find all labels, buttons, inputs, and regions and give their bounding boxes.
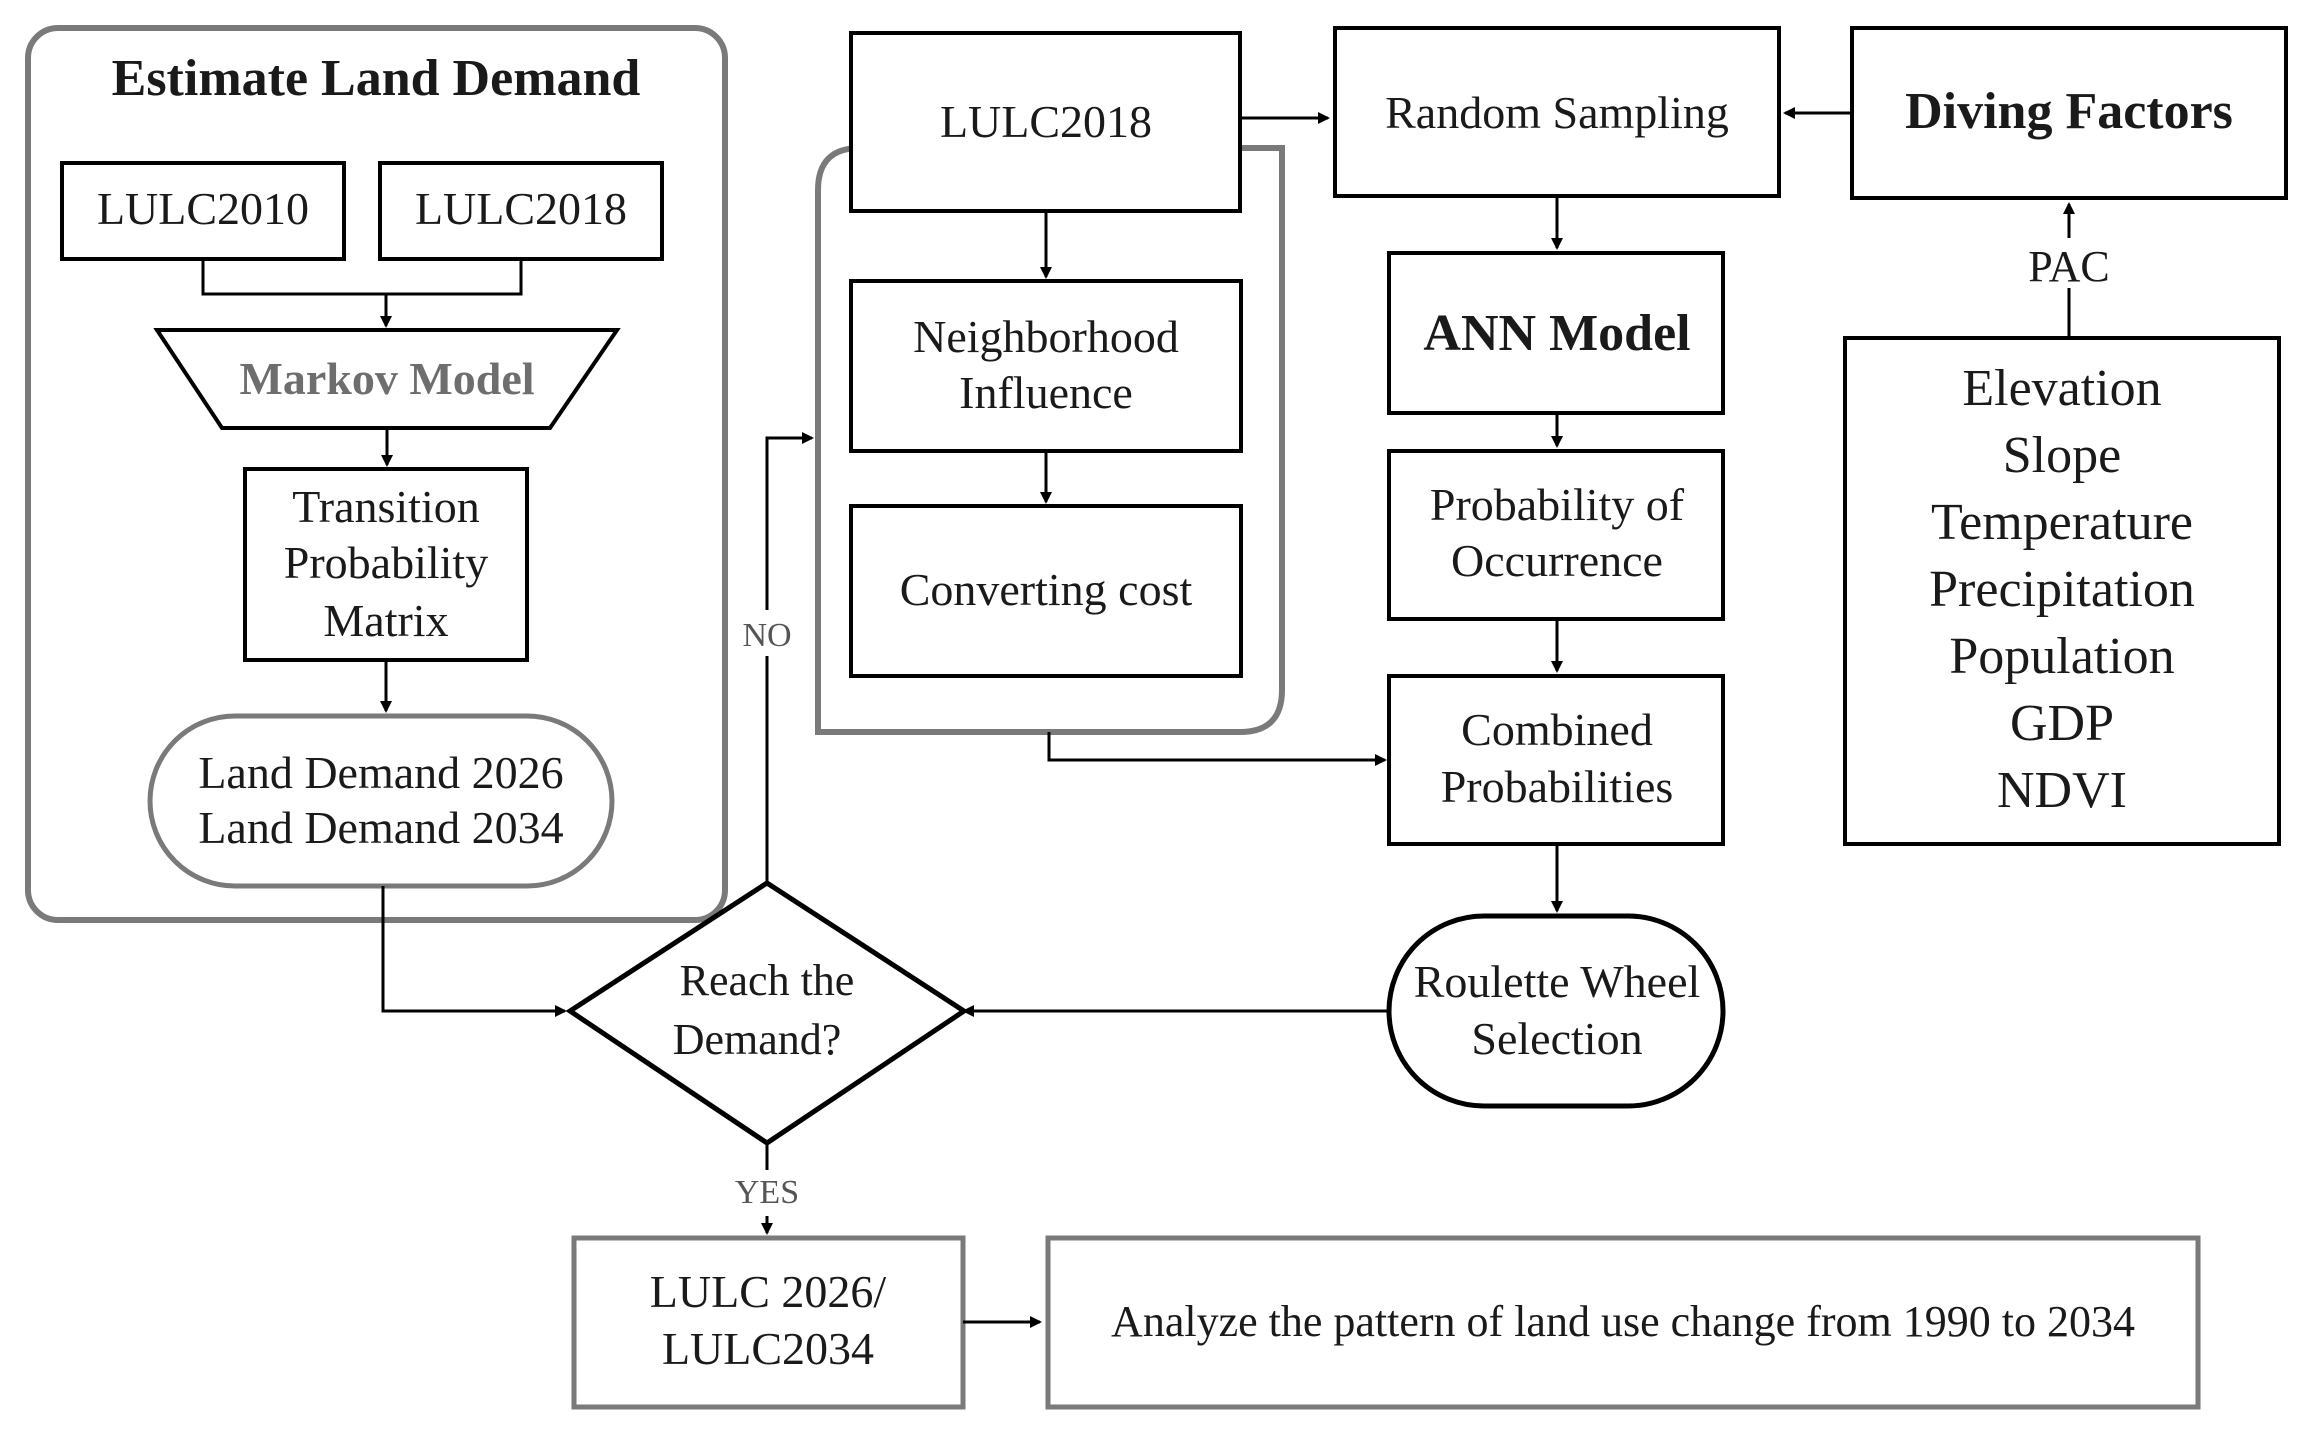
yes-label: YES <box>735 1174 799 1211</box>
estimate-land-demand-title: Estimate Land Demand <box>112 50 641 107</box>
factor-item: Slope <box>2003 427 2121 484</box>
merge-connector <box>201 259 523 326</box>
factor-item: Population <box>1949 628 2174 685</box>
combined-line-1: Combined <box>1461 704 1653 755</box>
land-demand-box <box>147 713 615 889</box>
driving-factors-box <box>1850 26 2288 200</box>
output-line-2: LULC2034 <box>662 1323 874 1374</box>
roulette-line-2: Selection <box>1471 1013 1642 1064</box>
factor-item: Elevation <box>1962 360 2161 417</box>
transition-matrix-box <box>243 467 529 662</box>
random-sampling-box <box>1333 26 1781 198</box>
factor-list-box <box>1843 336 2281 846</box>
arrow-demand-to-decision <box>381 886 567 1017</box>
converting-cost-box <box>849 504 1243 678</box>
pac-label: PAC <box>2028 242 2110 291</box>
land-demand-line-2: Land Demand 2034 <box>198 802 563 853</box>
markov-model-shape <box>153 328 621 430</box>
decision-line-2: Demand? <box>673 1015 842 1064</box>
ann-model-box <box>1387 251 1725 415</box>
analyze-box <box>1045 1235 2201 1410</box>
arrow-cost-to-combined <box>1047 732 1387 766</box>
roulette-wheel-box <box>1386 913 1726 1109</box>
cost-group-outline <box>815 145 1285 735</box>
output-line-1: LULC 2026/ <box>650 1266 887 1317</box>
lulc2018-input-label: LULC2018 <box>415 183 627 234</box>
factor-item: Temperature <box>1931 494 2193 551</box>
ann-model-label: ANN Model <box>1423 305 1690 362</box>
lulc2010-label: LULC2010 <box>97 183 309 234</box>
factor-list: ElevationSlopeTemperaturePrecipitationPo… <box>1929 360 2195 819</box>
decision-line-1: Reach the <box>680 956 855 1005</box>
factor-item: Precipitation <box>1929 561 2195 618</box>
neighborhood-line-1: Neighborhood <box>913 311 1179 362</box>
tpm-line-2: Probability <box>284 537 488 588</box>
factor-item: GDP <box>2010 695 2114 752</box>
markov-model-label: Markov Model <box>239 353 534 404</box>
no-label: NO <box>742 617 791 654</box>
lulc2018-box <box>849 31 1242 213</box>
arrow-no-loop <box>765 432 814 883</box>
analyze-label: Analyze the pattern of land use change f… <box>1111 1297 2135 1346</box>
yes-label-bg <box>728 1170 806 1216</box>
combined-line-2: Probabilities <box>1441 761 1674 812</box>
converting-cost-label: Converting cost <box>900 564 1193 615</box>
estimate-land-demand-group <box>25 25 728 923</box>
lulc2018-label: LULC2018 <box>940 96 1152 147</box>
land-demand-line-1: Land Demand 2026 <box>198 747 563 798</box>
tpm-line-3: Matrix <box>323 595 448 646</box>
neighborhood-influence-box <box>849 279 1243 453</box>
probability-line-2: Occurrence <box>1451 535 1663 586</box>
driving-factors-title: Diving Factors <box>1905 83 2233 140</box>
probability-occurrence-box <box>1387 449 1725 621</box>
tpm-line-1: Transition <box>292 481 479 532</box>
roulette-line-1: Roulette Wheel <box>1414 956 1701 1007</box>
neighborhood-line-2: Influence <box>959 367 1133 418</box>
lulc-output-box <box>571 1235 966 1410</box>
combined-probabilities-box <box>1387 674 1725 846</box>
pac-label-bg <box>2022 238 2116 288</box>
factor-item: NDVI <box>1997 762 2127 819</box>
random-sampling-label: Random Sampling <box>1385 87 1729 138</box>
no-label-bg <box>735 610 799 656</box>
probability-line-1: Probability of <box>1430 479 1685 530</box>
